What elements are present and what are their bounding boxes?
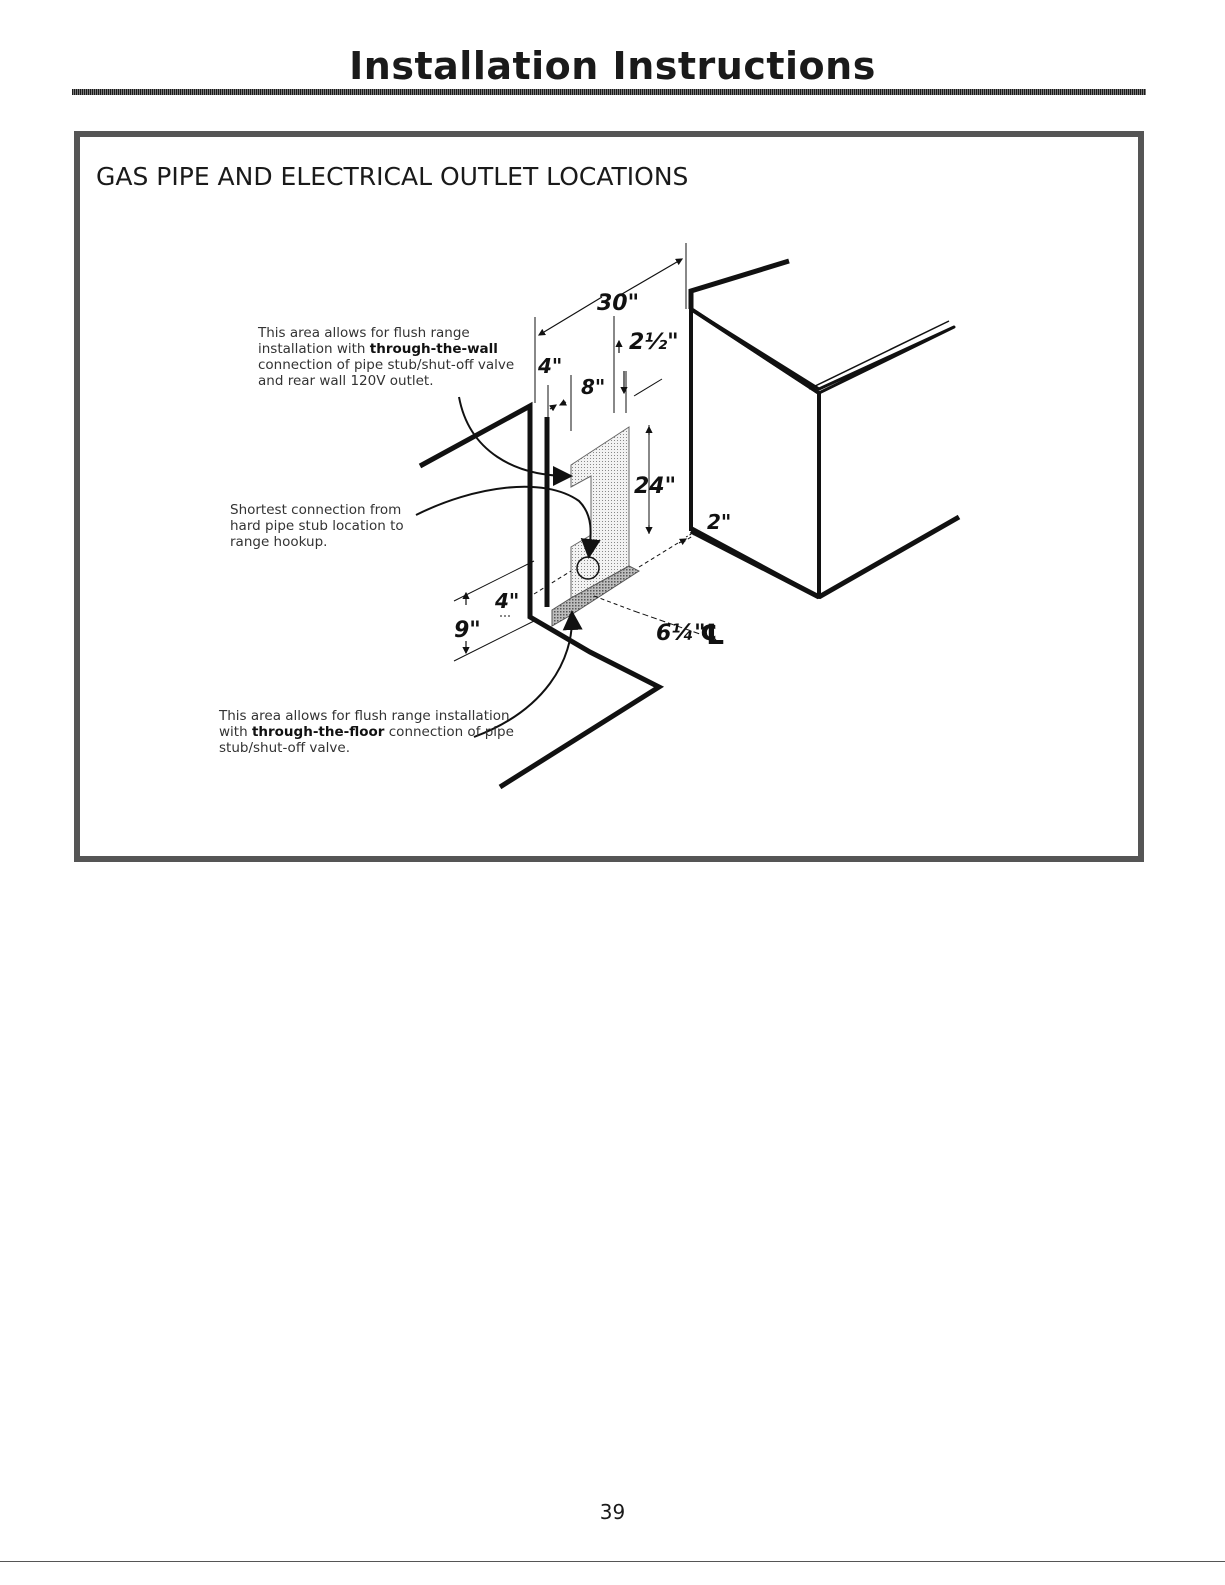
callout-shortest-connection: Shortest connection from hard pipe stub … bbox=[230, 502, 404, 550]
dim-2: 2" bbox=[707, 510, 731, 534]
callout-through-floor: This area allows for flush range install… bbox=[219, 708, 514, 756]
dim-4-top: 4" bbox=[537, 354, 562, 378]
installation-diagram: 30" 2½" 4" 8" 24" 2" 4" 9" 6¼" ℄ bbox=[415, 243, 961, 790]
dim-24: 24" bbox=[634, 474, 676, 499]
callout-arrows bbox=[415, 396, 601, 738]
dim-2-half: 2½" bbox=[629, 330, 679, 355]
title-rule bbox=[72, 89, 1146, 95]
dim-8: 8" bbox=[581, 375, 605, 399]
dim-4-bottom: 4" bbox=[494, 589, 519, 613]
dim-6-quarter: 6¼" bbox=[656, 621, 706, 646]
cabinet bbox=[689, 307, 961, 600]
section-heading: GAS PIPE AND ELECTRICAL OUTLET LOCATIONS bbox=[96, 162, 689, 191]
dimension-lines bbox=[453, 243, 721, 662]
page-number: 39 bbox=[599, 1500, 626, 1524]
centerline-symbol: ℄ bbox=[700, 618, 725, 651]
callout-through-wall: This area allows for flush range install… bbox=[258, 325, 515, 389]
page-title: Installation Instructions bbox=[349, 44, 876, 88]
dim-30: 30" bbox=[597, 291, 639, 316]
dimension-arrows bbox=[462, 258, 688, 655]
bottom-rule bbox=[0, 1561, 1225, 1562]
wall-connection-area bbox=[570, 426, 630, 607]
dim-9: 9" bbox=[454, 618, 481, 643]
